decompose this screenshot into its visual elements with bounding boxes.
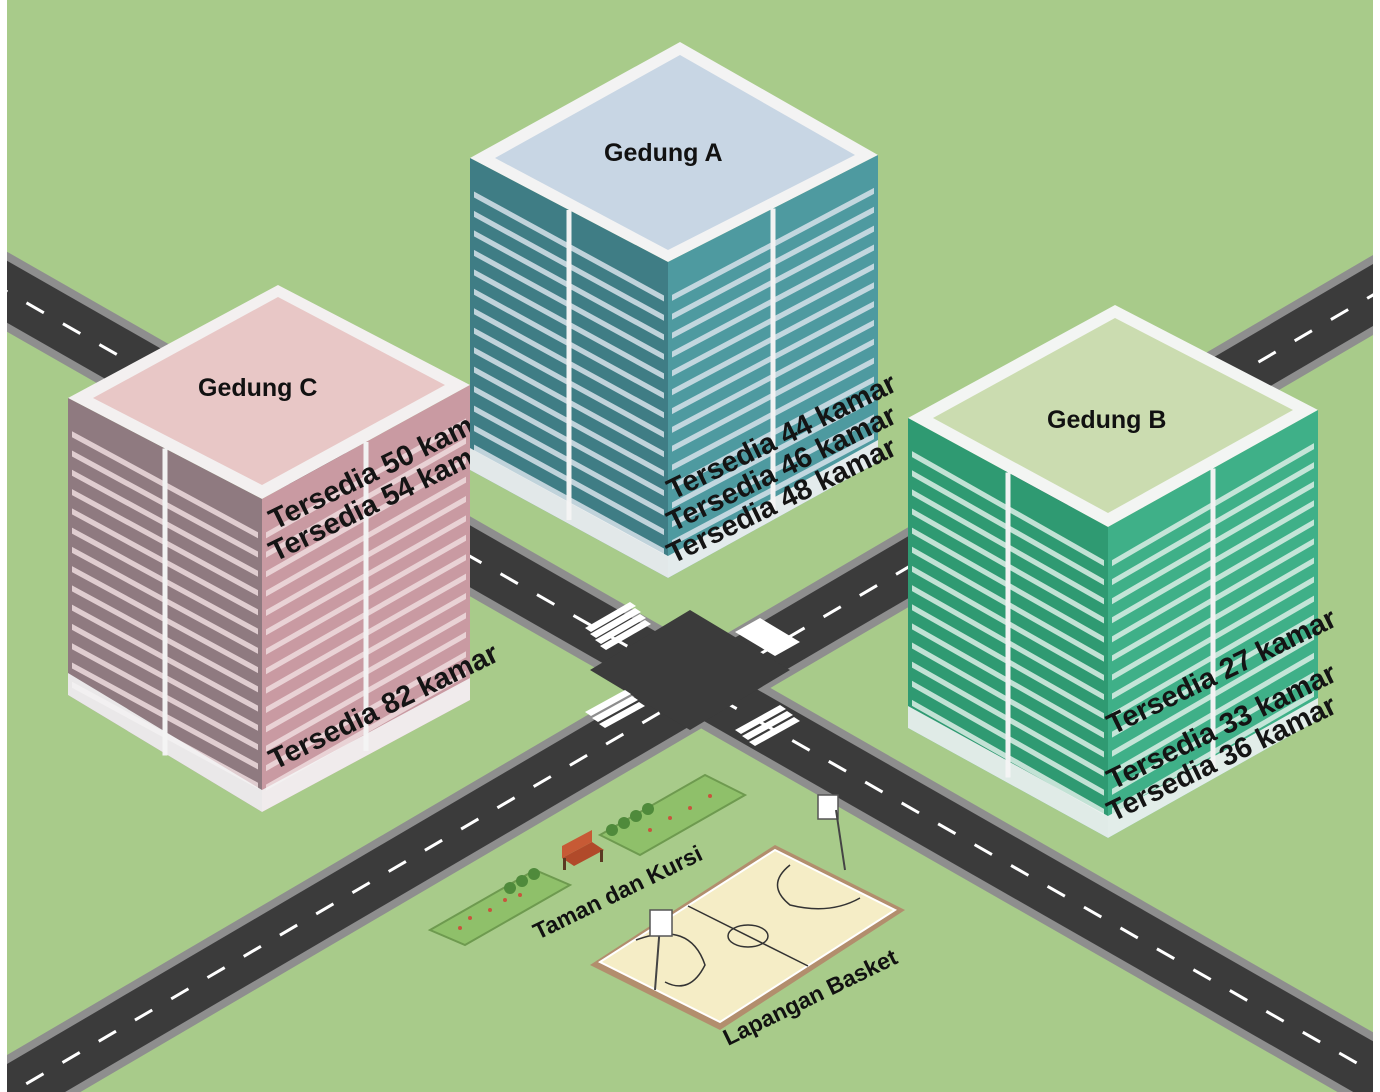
building-a-name: Gedung A [604,139,723,167]
garden-bed [427,868,573,947]
garden-flowers [458,794,712,930]
crosswalk-east [735,618,800,656]
building-c: Gedung C [68,285,470,812]
building-a: Gedung A [470,42,878,578]
building-c-window-bands [68,418,470,812]
building-c-roof [93,297,445,485]
crosswalk-south [735,705,800,746]
building-a-roof [495,55,855,250]
basketball-court [590,794,905,1030]
building-base [68,673,470,812]
intersection [590,610,790,730]
court-key-right [776,864,861,910]
crosswalk-north [585,602,651,650]
crosswalk-west [585,690,645,728]
park-area [427,773,748,947]
bushes [504,803,654,894]
building-c-name: Gedung C [198,374,317,402]
building-base [908,698,1318,838]
bench-icon [562,830,604,870]
building-b: Gedung B [908,305,1318,838]
building-b-window-bands [908,443,1318,838]
hoop-icon [649,794,846,991]
building-base [470,440,878,578]
court-centerline [687,905,809,967]
building-b-roof [933,318,1293,513]
building-a-window-bands [470,187,878,578]
building-b-name: Gedung B [1047,406,1166,434]
court-center-circle [727,924,769,948]
